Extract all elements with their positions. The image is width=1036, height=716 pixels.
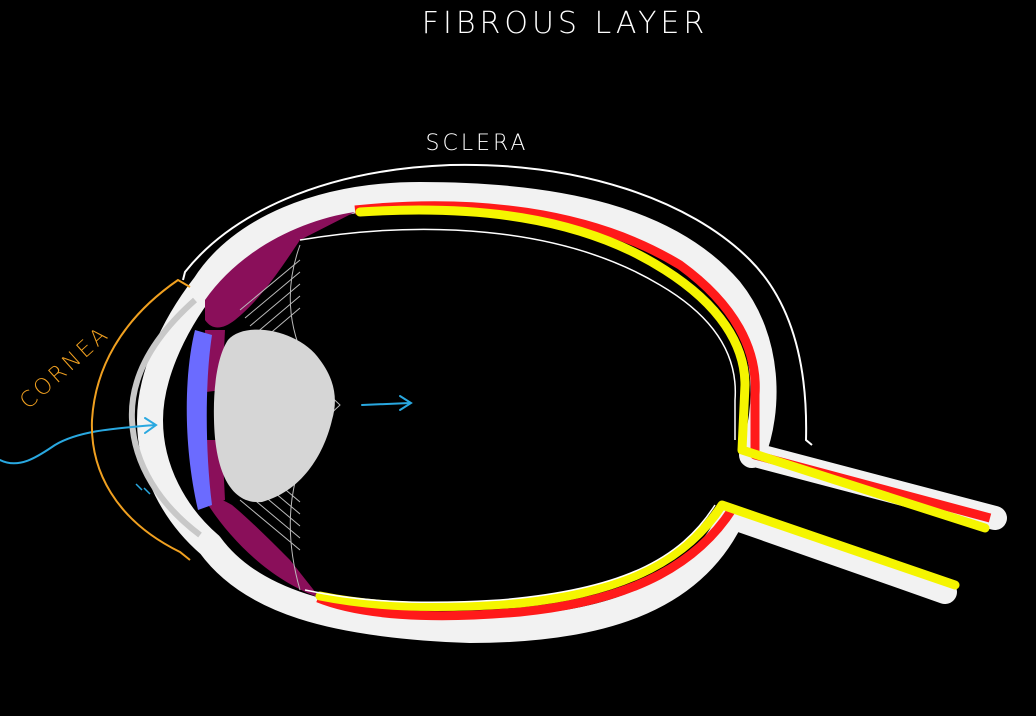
optic-nerve-sheath-lower: [728, 508, 957, 604]
sclera-bracket: [182, 163, 813, 446]
sclera-label: SCLERA: [426, 131, 529, 156]
cornea-bracket: [90, 278, 191, 561]
ciliary-body-lower: [205, 497, 320, 598]
cornea-label: CORNEA: [15, 321, 114, 414]
lens: [213, 329, 335, 503]
ciliary-body-upper: [205, 212, 355, 328]
choroid-layer: [316, 201, 992, 621]
retina-layer: [315, 205, 990, 612]
diagram-title: FIBROUS LAYER: [422, 6, 708, 41]
cornea-ticks: [135, 483, 151, 495]
light-ray-inner: [361, 395, 413, 411]
light-ray-incoming: [0, 417, 158, 465]
cornea-surface: [128, 297, 202, 538]
iris-blue: [186, 330, 212, 510]
vitreous-outline: [299, 228, 737, 604]
